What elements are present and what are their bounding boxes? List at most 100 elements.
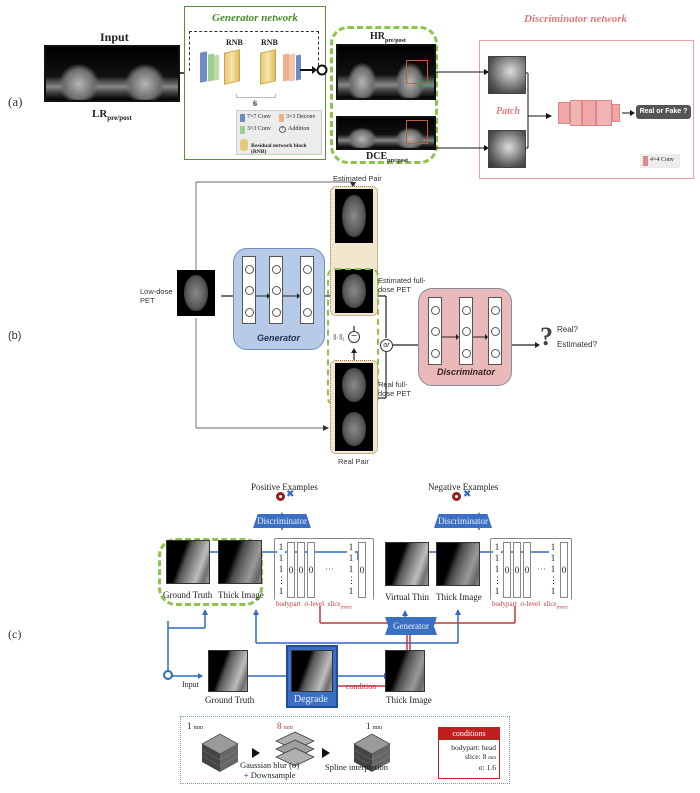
dce-caption: DCEpre/post	[366, 151, 408, 164]
conv3-legend-swatch	[240, 126, 245, 134]
vec-val: 0	[561, 565, 567, 575]
thick-image-negative-label: Thick Image	[436, 592, 482, 602]
negative-examples-title: Negative Examples	[428, 482, 499, 492]
vec-val: 0	[359, 565, 365, 575]
deconv3-legend-label: 3×3 Deconv	[286, 114, 316, 120]
real-pair-label: Real Pair	[338, 457, 369, 466]
vec-val: ⋮	[347, 575, 356, 585]
mm-value: 1	[187, 721, 192, 731]
input-label: Input	[182, 680, 199, 689]
repeat-bracket	[236, 94, 276, 98]
vector-ellipsis: ···	[325, 564, 334, 574]
hr-image	[336, 44, 436, 100]
positive-bracket-labels: bodypart σ-level slice(mm)	[276, 600, 352, 610]
vec-val: 0	[288, 565, 294, 575]
vector-zero-col: 0	[560, 542, 568, 598]
generator-layer-3	[300, 256, 314, 324]
ground-truth-label: Ground Truth	[163, 590, 213, 600]
conv4-legend: 4×4 Conv	[640, 154, 680, 168]
degrade-detail-box	[180, 716, 510, 784]
real-or-fake-badge: Real or Fake ?	[636, 105, 691, 119]
panel-b-connectors	[195, 181, 540, 431]
question-mark-icon: ?	[540, 322, 553, 351]
discriminator-network-box	[479, 40, 694, 179]
generator-internal-arrows	[256, 293, 300, 299]
conditions-title: conditions	[439, 728, 499, 740]
dce-image	[336, 116, 436, 150]
dce-sub: pre/post	[387, 158, 409, 164]
or-node: or	[380, 339, 393, 352]
output-estimated-label: Estimated?	[557, 340, 598, 349]
vec-val: 0	[524, 565, 530, 575]
vec-val: ⋮	[493, 575, 502, 585]
mm-unit: mm	[283, 725, 294, 731]
ground-truth-bottom-label: Ground Truth	[205, 695, 255, 705]
vec-val: 1	[348, 586, 354, 596]
neuron	[302, 265, 312, 274]
estimated-pair-lowdose-image	[335, 189, 373, 243]
discriminator-layer-3	[488, 297, 502, 365]
mm-value: 8	[277, 721, 282, 731]
neuron	[302, 308, 312, 317]
dce-main: DCE	[366, 151, 388, 162]
hr-caption: HRpre/post	[370, 31, 406, 44]
input-lr-image	[44, 45, 180, 102]
condition-label: condition	[346, 682, 377, 691]
estimated-full-label: Estimated full-dose PET	[378, 276, 426, 294]
neuron	[430, 327, 440, 336]
vec-val: ⋮	[549, 575, 558, 585]
arrow-icon	[322, 748, 330, 758]
deconv3-layer	[289, 53, 295, 82]
patch-image-1	[488, 56, 526, 94]
virtual-thin-label: Virtual Thin	[385, 592, 430, 602]
conv3-legend-label: 3×3 Conv	[247, 126, 271, 132]
input-node	[163, 670, 173, 680]
step1-line2: + Downsample	[243, 770, 296, 780]
discriminator-internal-arrows	[442, 334, 488, 340]
output-real-label: Real?	[557, 325, 578, 334]
vec-val: 1	[550, 553, 556, 563]
thin-volume-left	[201, 733, 239, 772]
generator-layer-1	[242, 256, 256, 324]
vec-val: 0	[298, 565, 304, 575]
panel-b-label: (b)	[8, 330, 22, 342]
deconv3-legend-swatch	[279, 114, 284, 122]
vec-val: 1	[348, 564, 354, 574]
vec-val: 1	[550, 586, 556, 596]
neuron	[461, 349, 471, 358]
vec-val: 1	[494, 542, 500, 552]
vector-zero-col: 0	[297, 542, 305, 598]
neuron	[430, 306, 440, 315]
stack-right-label: 1 mm	[366, 721, 382, 731]
conditions-box: conditions bodypart: head slice: 8 mm σ:…	[438, 727, 500, 779]
volume-stacks	[201, 731, 391, 772]
bracket-slice-unit: (mm)	[556, 605, 568, 611]
bracket-slice: slice	[543, 600, 557, 608]
vec-val: ⋮	[277, 575, 286, 585]
vector-zero-col: 0	[307, 542, 315, 598]
discriminator-label: Discriminator	[437, 367, 496, 377]
patch-image-2	[488, 130, 526, 168]
negative-target-icon	[452, 492, 461, 501]
neuron	[271, 265, 281, 274]
hr-dce-group-dashed	[330, 26, 438, 164]
vector-zero-col: 0	[358, 542, 366, 598]
addition-legend-label: Addition	[288, 126, 310, 132]
vec-val: 1	[550, 542, 556, 552]
condition-sigma: σ: 1.6	[478, 763, 496, 772]
ground-truth-image	[166, 540, 210, 584]
real-full-label: Real full-dose PET	[378, 380, 411, 398]
generator-legend: 7×7 Conv 3×3 Deconv 3×3 Conv + Addition …	[236, 110, 322, 155]
neuron	[244, 308, 254, 317]
estimated-pair-label: Estimated Pair	[333, 174, 382, 183]
neuron	[271, 308, 281, 317]
gaussian-blur-label: Gaussian blur (σ)+ Downsample	[240, 760, 299, 780]
mm-unit: mm	[372, 725, 383, 731]
discriminator-layer-1	[428, 297, 442, 365]
arrow-icon	[252, 748, 260, 758]
disc-conv-layers	[558, 100, 622, 126]
neuron	[461, 306, 471, 315]
virtual-thin-image	[385, 542, 429, 586]
